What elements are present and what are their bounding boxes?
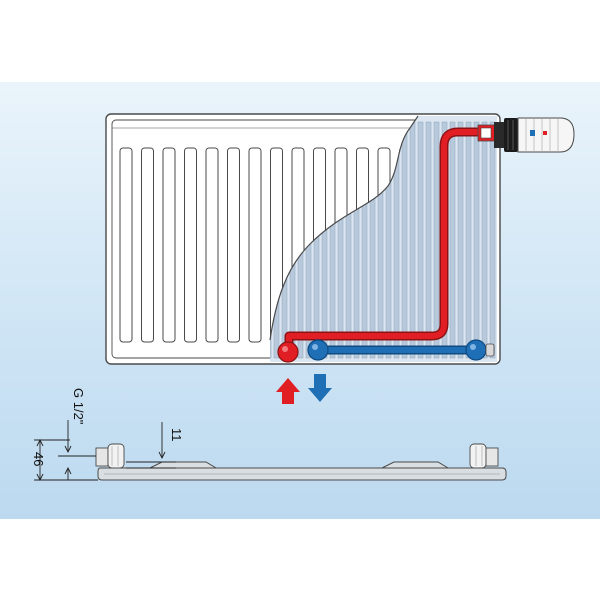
arrow-up-icon [276,378,300,404]
fin-slot [162,147,176,343]
inner-convector-fin [433,121,440,359]
fin-slot [141,147,154,343]
inner-convector-fin [481,121,488,359]
fin-slot [205,147,219,343]
inner-convector-fin [417,121,424,359]
inner-convector-fin [449,121,456,359]
fin-slot [248,147,262,343]
right-connection-fitting [469,443,499,469]
arrow-down-icon [308,374,332,402]
fin-slot [227,147,240,343]
dimension-thread-label: G 1/2" [71,388,86,425]
dimension-height-label: 46 [31,452,46,466]
inner-convector-fin [465,121,472,359]
radiator-profile [95,443,507,481]
left-connection-fitting [95,443,125,469]
inner-convector-fin [457,121,464,359]
fin-slot [119,147,133,343]
dimension-lines [34,420,176,482]
inner-convector-fin [489,121,496,359]
inner-convector-fin [425,121,432,359]
cutaway-edge [269,115,419,341]
thermostat-head-icon [477,117,575,153]
inner-convector-fin [473,121,480,359]
supply-pipe [277,127,485,363]
dimension-offset-label: 11 [169,428,184,442]
fin-slot [184,147,197,343]
return-pipe [307,339,495,361]
inner-convector-fin [401,121,408,359]
dimension-labels: G 1/2" 46 11 [31,388,184,466]
inner-convector-fin [409,121,416,359]
